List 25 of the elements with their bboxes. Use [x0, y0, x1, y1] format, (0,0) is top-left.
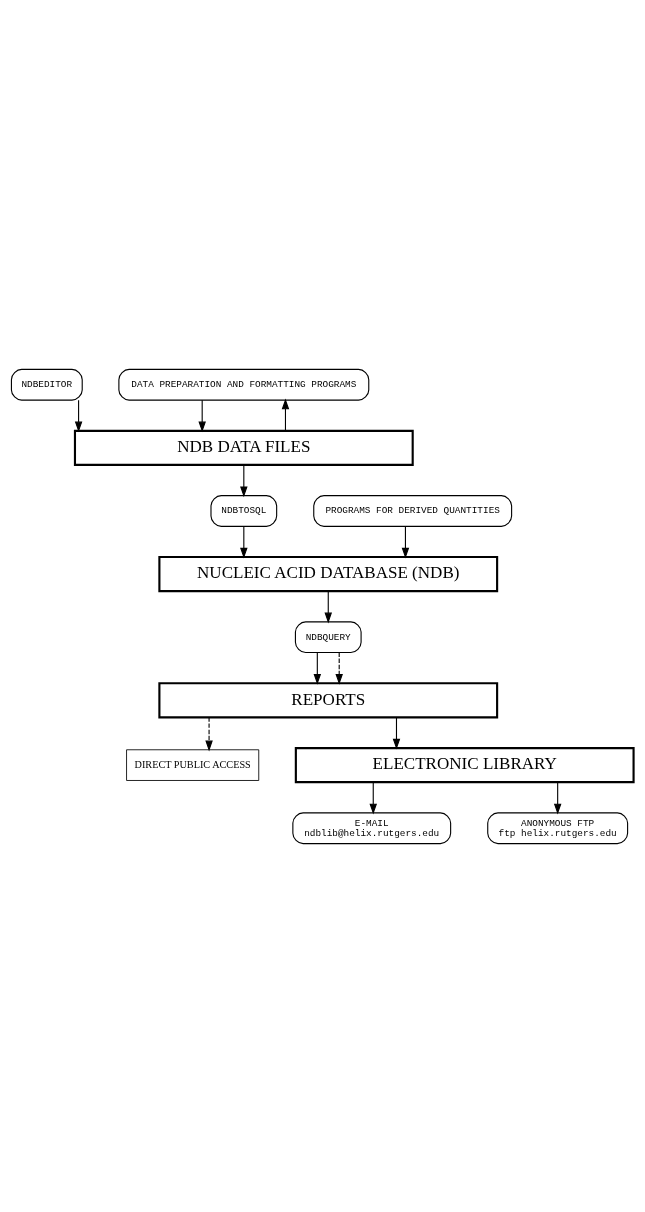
arrow: [281, 398, 290, 431]
arrow: [335, 651, 343, 685]
arrow: [324, 590, 333, 623]
node-box: DATA PREPARATION AND FORMATTING PROGRAMS: [118, 368, 370, 401]
node-box: ANONYMOUS FTP ftp helix.rutgers.edu: [487, 811, 629, 844]
node-box: NDBEDITOR: [10, 368, 83, 401]
node-box: NDBTOSQL: [210, 494, 278, 527]
arrow: [74, 399, 83, 432]
node-box: ELECTRONIC LIBRARY: [294, 746, 635, 783]
arrow: [401, 525, 410, 559]
node-box: E-MAIL ndblib@helix.rutgers.edu: [292, 811, 452, 844]
arrow: [205, 716, 213, 751]
arrow: [240, 525, 248, 559]
node-box: PROGRAMS FOR DERIVED QUANTITIES: [313, 494, 513, 527]
node-box: NDB DATA FILES: [73, 429, 414, 466]
arrow: [313, 651, 322, 685]
node-box: REPORTS: [158, 681, 499, 718]
node-box: NDBQUERY: [294, 620, 362, 653]
node-box: NUCLEIC ACID DATABASE (NDB): [158, 555, 499, 592]
node-box: DIRECT PUBLIC ACCESS: [126, 748, 260, 781]
arrow: [198, 399, 206, 432]
arrow: [392, 716, 401, 750]
arrow: [369, 781, 377, 814]
arrow: [553, 781, 562, 814]
arrow: [240, 464, 248, 497]
